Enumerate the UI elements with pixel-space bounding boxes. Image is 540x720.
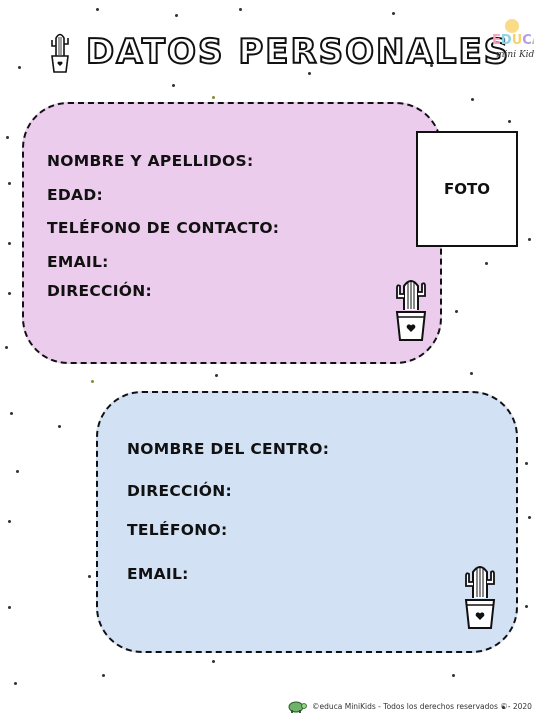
decor-dot (8, 182, 11, 185)
decor-dot (91, 380, 94, 383)
decor-dot (6, 136, 9, 139)
svg-text:EDUCA: EDUCA (492, 33, 534, 48)
heart-icon (475, 612, 485, 620)
educa-minikids-logo: EDUCA mini Kids (490, 16, 540, 62)
decor-dot (14, 682, 17, 685)
decor-dot (508, 120, 511, 123)
field-email-centro: EMAIL: (127, 565, 189, 583)
decor-dot (392, 12, 395, 15)
field-direccion-centro: DIRECCIÓN: (127, 482, 233, 500)
decor-dot (212, 660, 215, 663)
field-telefono-centro: TELÉFONO: (127, 521, 228, 539)
turtle-icon (288, 701, 307, 713)
cactus-pot-icon (51, 33, 69, 73)
decor-dot (239, 8, 242, 11)
decor-dot (16, 470, 19, 473)
decor-dot (58, 425, 61, 428)
decor-dot (430, 64, 433, 67)
decor-dot (525, 462, 528, 465)
field-direccion: DIRECCIÓN: (47, 282, 153, 300)
cactus-pot-icon (395, 280, 427, 341)
personal-data-card (22, 102, 442, 364)
decor-dot (8, 292, 11, 295)
decor-dot (96, 8, 99, 11)
school-data-card (96, 391, 518, 653)
field-telefono-contacto: TELÉFONO DE CONTACTO: (47, 219, 280, 237)
title-row: DATOS PERSONALES (48, 28, 510, 76)
decor-dot (308, 72, 311, 75)
field-edad: EDAD: (47, 186, 104, 204)
decor-dot (452, 674, 455, 677)
decor-dot (102, 674, 105, 677)
decor-dot (88, 575, 91, 578)
decor-dot (8, 242, 11, 245)
heart-icon (406, 324, 416, 332)
decor-dot (215, 374, 218, 377)
cactus-pot-icon (464, 566, 496, 629)
field-nombre-apellidos: NOMBRE Y APELLIDOS: (47, 152, 254, 170)
field-email: EMAIL: (47, 253, 109, 271)
decor-dot (502, 706, 505, 709)
svg-text:mini Kids: mini Kids (496, 50, 534, 60)
photo-box: FOTO (416, 131, 518, 247)
photo-label: FOTO (444, 180, 490, 198)
decor-dot (18, 66, 21, 69)
decor-dot (470, 372, 473, 375)
decor-dot (8, 520, 11, 523)
decor-dot (471, 98, 474, 101)
decor-dot (485, 262, 488, 265)
footer: ©educa MiniKids - Todos los derechos res… (286, 699, 532, 713)
decor-dot (455, 310, 458, 313)
copyright-text: ©educa MiniKids - Todos los derechos res… (312, 701, 532, 711)
decor-dot (5, 346, 8, 349)
field-nombre-centro: NOMBRE DEL CENTRO: (127, 440, 330, 458)
decor-dot (172, 84, 175, 87)
page-title: DATOS PERSONALES (85, 31, 511, 73)
decor-dot (175, 14, 178, 17)
decor-dot (10, 412, 13, 415)
decor-dot (528, 516, 531, 519)
decor-dot (212, 96, 215, 99)
decor-dot (8, 606, 11, 609)
decor-dot (525, 605, 528, 608)
decor-dot (528, 238, 531, 241)
